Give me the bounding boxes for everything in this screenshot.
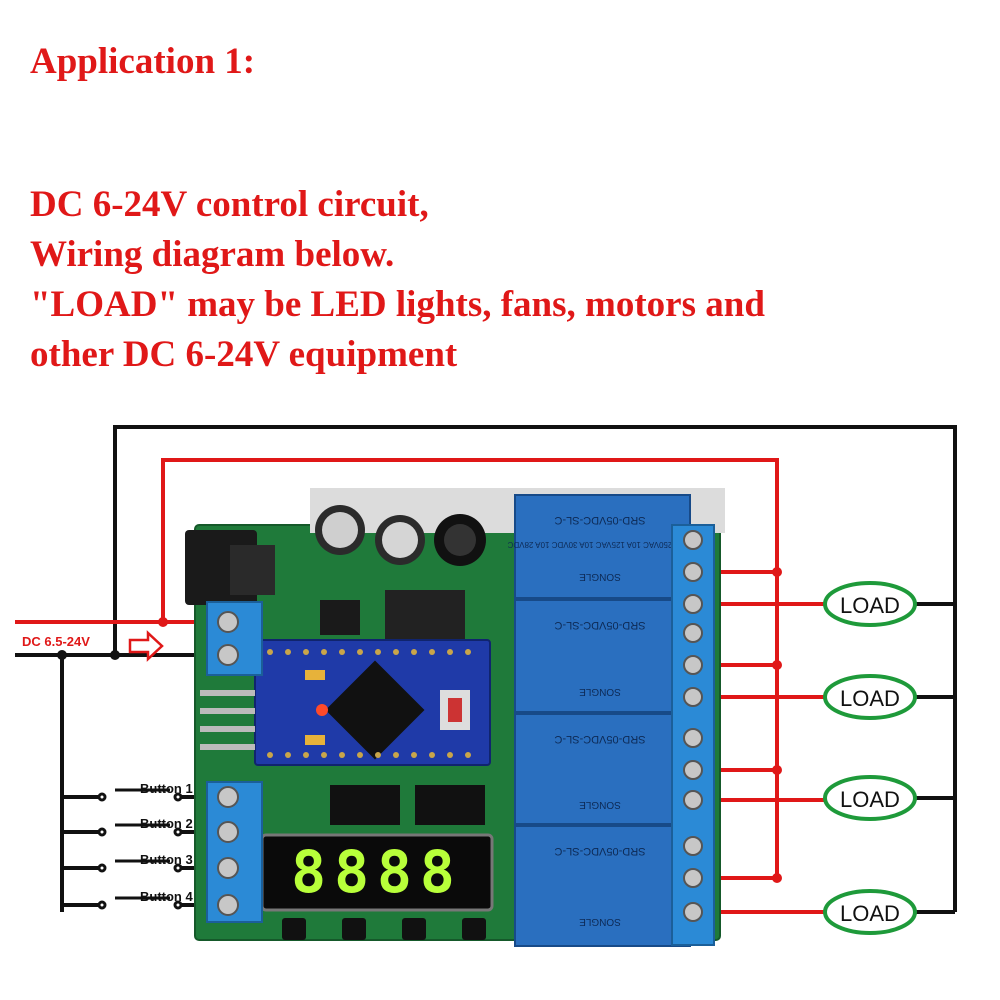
svg-text:LOAD: LOAD: [840, 787, 900, 812]
driver-chip: [415, 785, 485, 825]
svg-text:SONGLE: SONGLE: [579, 571, 621, 582]
load: LOAD: [823, 674, 917, 720]
button-switch: [97, 823, 183, 837]
power-terminal: [206, 601, 263, 676]
segment-digits: 8888: [291, 838, 463, 906]
regulator-chip: [385, 590, 465, 645]
description: DC 6-24V control circuit, Wiring diagram…: [30, 180, 765, 380]
svg-text:SONGLE: SONGLE: [579, 799, 621, 810]
description-line: Wiring diagram below.: [30, 234, 395, 275]
power-led: [316, 704, 328, 716]
relay: SRD-05VDC-SL-C SONGLE: [514, 713, 691, 825]
relay-terminal-screws: [683, 530, 703, 922]
load: LOAD: [823, 889, 917, 935]
page-title: Application 1:: [30, 41, 256, 82]
relay-rating: 10A 250VAC 10A 125VAC 10A 30VDC 10A 28VD…: [507, 540, 688, 549]
svg-text:LOAD: LOAD: [840, 901, 900, 926]
button-label: Button 4: [140, 889, 193, 904]
svg-text:SRD-05VDC-SL-C: SRD-05VDC-SL-C: [554, 619, 645, 631]
button-switch: [97, 788, 183, 802]
svg-text:SONGLE: SONGLE: [579, 686, 621, 697]
load: LOAD: [823, 581, 917, 627]
button-label: Button 3: [140, 852, 193, 867]
svg-text:SRD-05VDC-SL-C: SRD-05VDC-SL-C: [554, 733, 645, 745]
header-pins: [267, 649, 471, 758]
svg-text:LOAD: LOAD: [840, 686, 900, 711]
svg-text:SONGLE: SONGLE: [579, 916, 621, 927]
description-line: other DC 6-24V equipment: [30, 334, 458, 375]
relay: SRD-05VDC-SL-C SONGLE: [514, 825, 691, 947]
mcu-chip: [325, 660, 425, 760]
relay: SRD-05VDC-SL-C SONGLE: [514, 494, 691, 599]
button-label: Button 2: [140, 816, 193, 831]
capacitors: [315, 505, 486, 566]
button-label: Button 1: [140, 781, 193, 796]
button-switches: [97, 788, 183, 910]
button-switch: [97, 859, 183, 873]
power-arrow-icon: [128, 630, 164, 662]
description-line: "LOAD" may be LED lights, fans, motors a…: [30, 284, 765, 325]
power-label: DC 6.5-24V: [22, 634, 90, 649]
junction-dots: [57, 650, 120, 660]
relay: SRD-05VDC-SL-C SONGLE: [514, 599, 691, 713]
svg-text:LOAD: LOAD: [840, 593, 900, 618]
load: LOAD: [823, 775, 917, 821]
board-buttons: [282, 918, 486, 940]
side-pins: [200, 690, 255, 750]
terminal-screws: [217, 611, 239, 666]
button-switch: [97, 896, 183, 910]
svg-text:SRD-05VDC-SL-C: SRD-05VDC-SL-C: [554, 514, 645, 526]
svg-text:SRD-05VDC-SL-C: SRD-05VDC-SL-C: [554, 845, 645, 857]
description-line: DC 6-24V control circuit,: [30, 184, 429, 225]
driver-chip: [330, 785, 400, 825]
junction-dots: [158, 567, 782, 883]
